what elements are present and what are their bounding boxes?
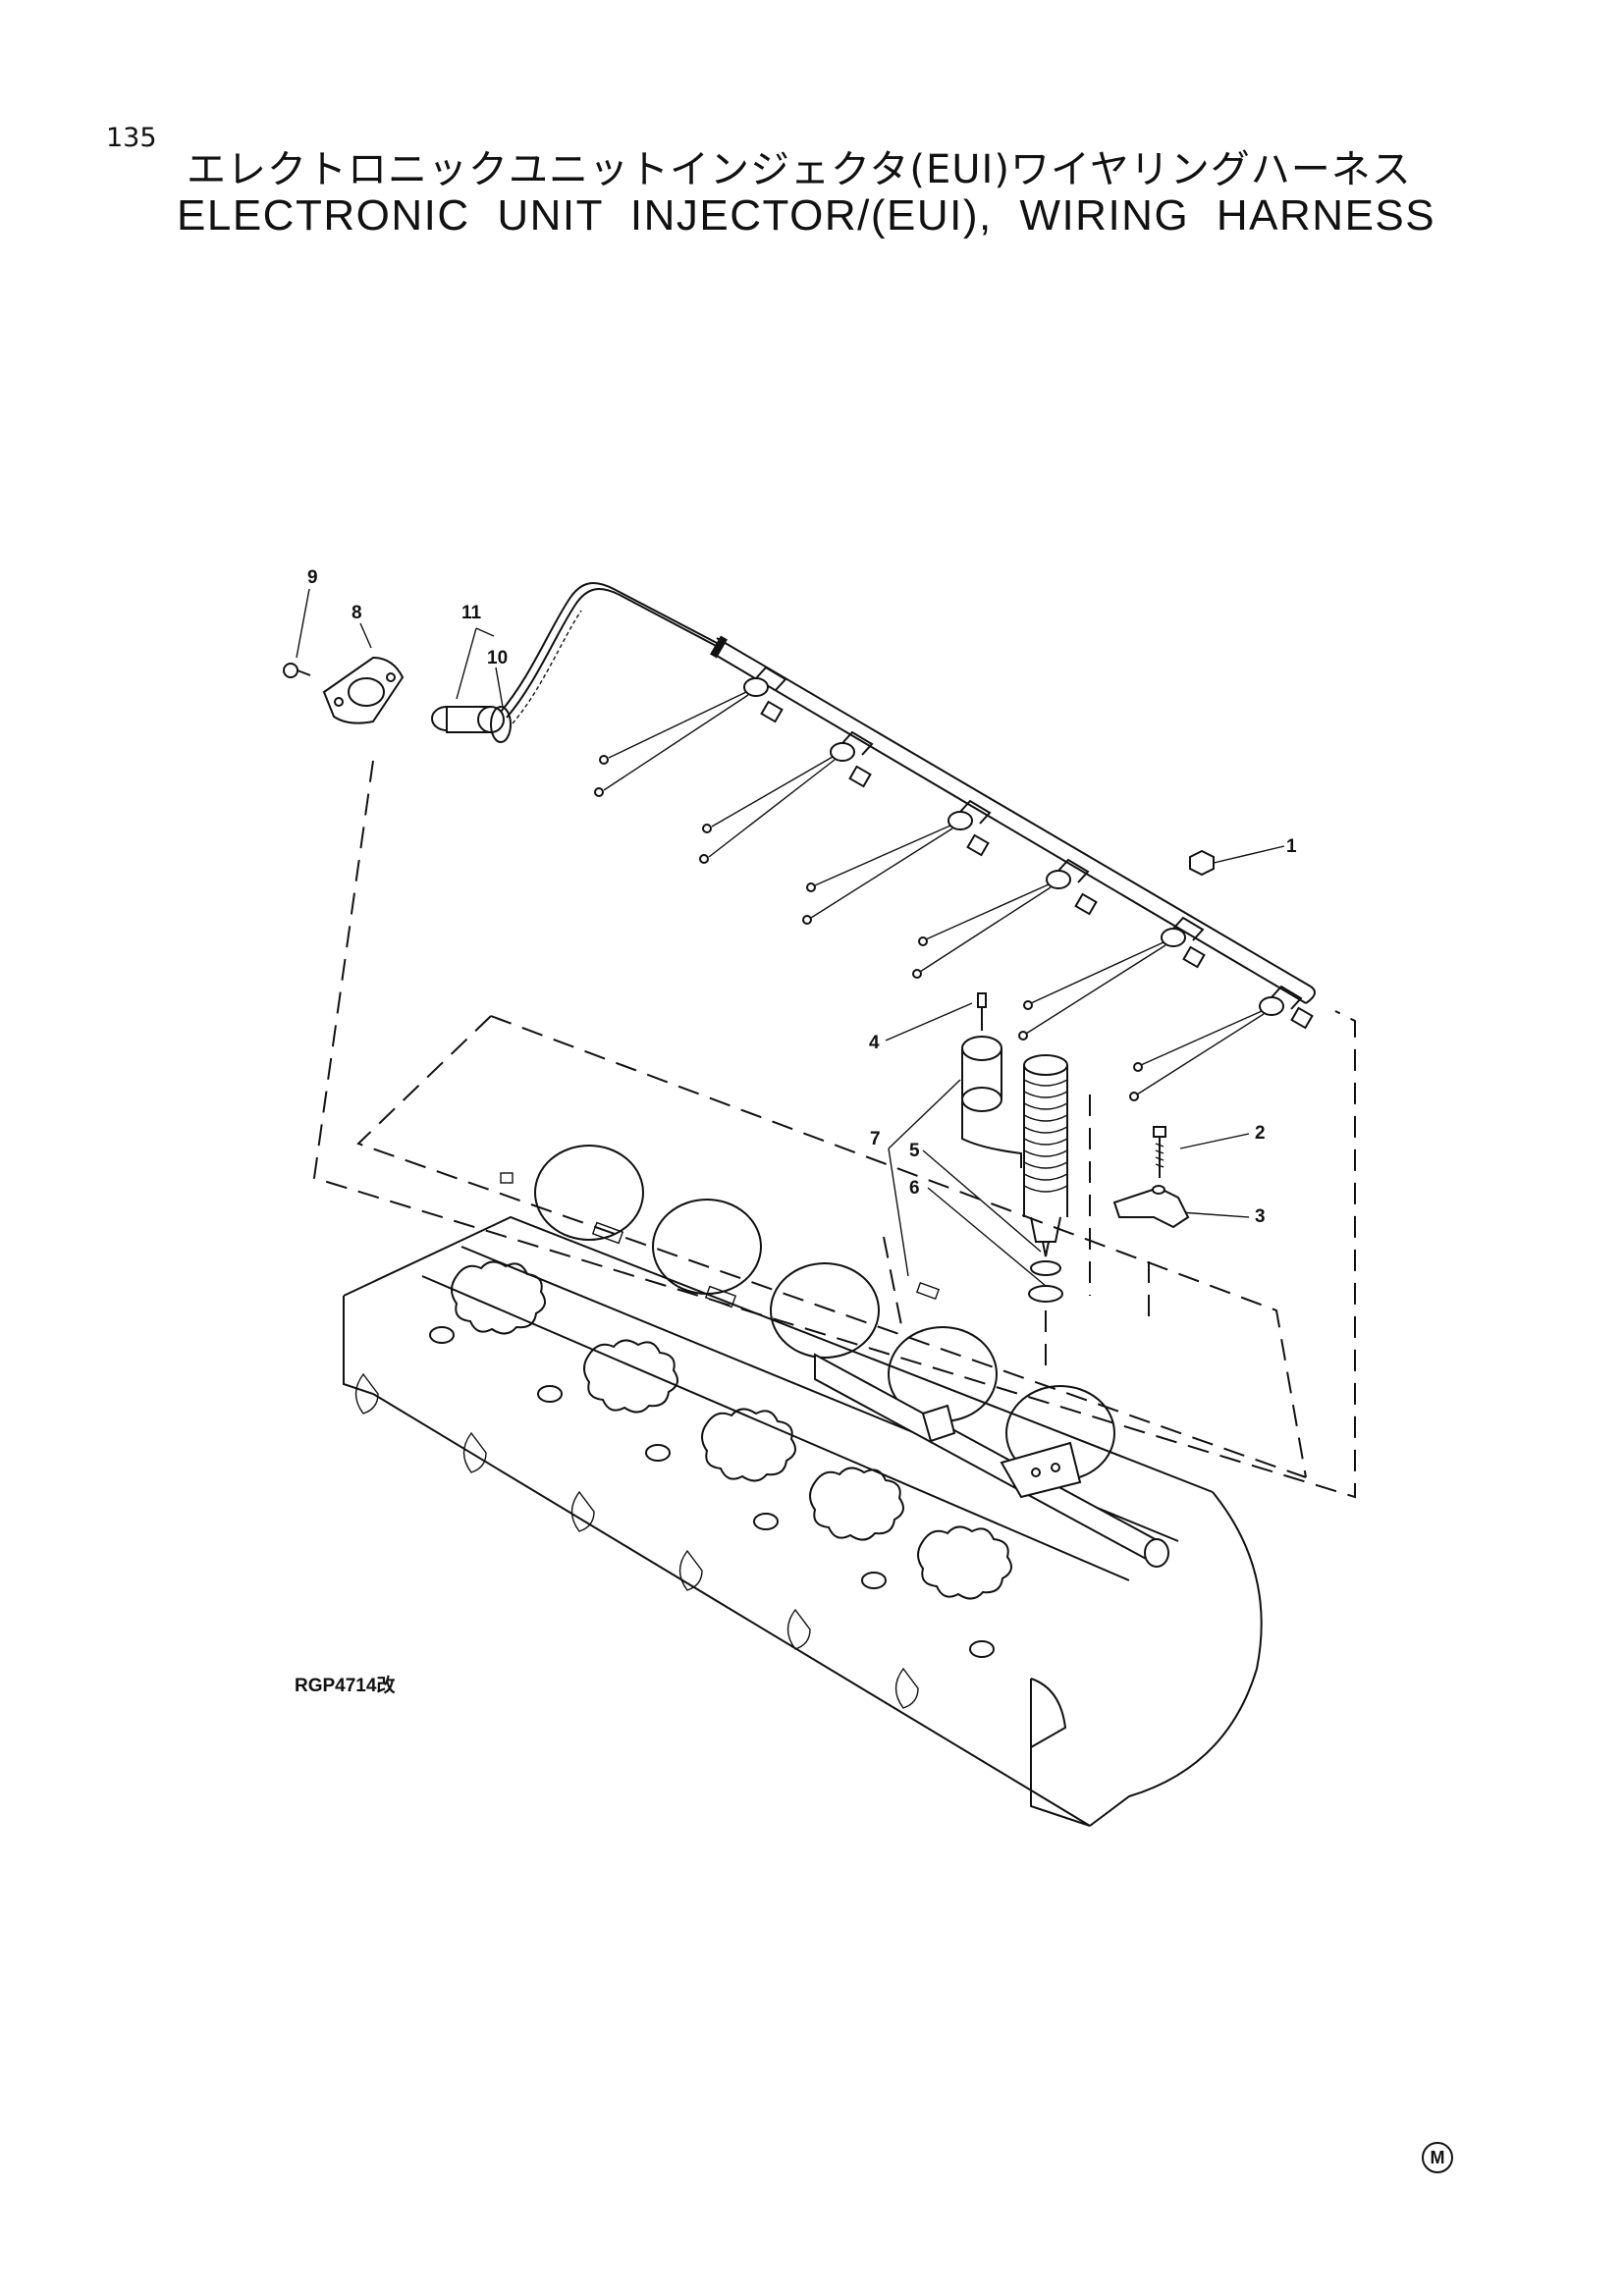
page-number: 135: [106, 123, 157, 153]
page-title-english: ELECTRONIC UNIT INJECTOR/(EUI), WIRING H…: [177, 191, 1436, 240]
callout-3: 3: [1255, 1206, 1266, 1227]
harness-leads: [594, 666, 1314, 1101]
wiring-harness: [500, 582, 1316, 1101]
unit-injector: [961, 992, 1068, 1303]
callout-leaders: [296, 588, 1285, 1287]
callout-8: 8: [352, 603, 362, 623]
clamp-and-bolt: [1112, 849, 1215, 1229]
callout-10: 10: [487, 648, 508, 668]
callout-numbers: 1 2 3 4 5 6 7 8 9 10 11: [307, 567, 1297, 1227]
cylinder-head: [343, 1145, 1263, 1827]
page-title-japanese: エレクトロニックユニットインジェクタ(EUI)ワイヤリングハーネス: [187, 147, 1412, 192]
callout-6: 6: [909, 1178, 920, 1199]
callout-4: 4: [869, 1033, 880, 1053]
callout-2: 2: [1255, 1123, 1266, 1144]
callout-11: 11: [461, 603, 482, 623]
callout-9: 9: [307, 567, 318, 588]
drawing-reference-code: RGP4714改: [295, 1676, 396, 1696]
phantom-outlines: [312, 760, 1356, 1499]
callout-1: 1: [1286, 836, 1297, 857]
circled-m-mark: M: [1422, 2142, 1453, 2173]
callout-7: 7: [870, 1129, 881, 1149]
callout-5: 5: [909, 1141, 920, 1161]
connector-assembly: [283, 656, 512, 743]
